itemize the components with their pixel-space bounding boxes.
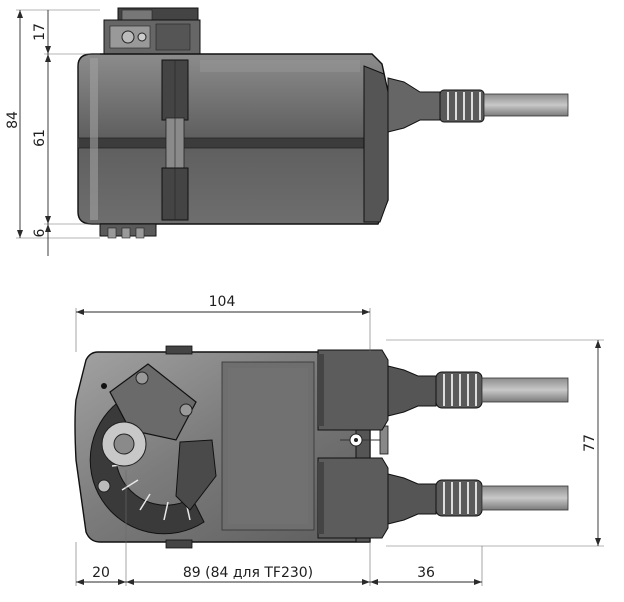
side-view: 84 17 61 6 (5, 7, 569, 256)
gear-scale (89, 363, 217, 535)
cable-top (317, 349, 569, 431)
front-dimension-lines (75, 308, 604, 586)
side-cable (387, 77, 569, 133)
dim-height-6: 6 (32, 228, 48, 237)
dim-height-17: 17 (32, 23, 48, 41)
shaft-stub (99, 223, 157, 239)
side-dimension-lines (16, 9, 100, 256)
dim-cable-36: 36 (417, 565, 435, 581)
top-clamp (103, 7, 201, 55)
front-view: 104 77 20 89 (84 для TF230) 36 (74, 294, 604, 586)
lock-pin (340, 425, 389, 455)
dim-width-104: 104 (209, 294, 236, 310)
dim-offset-20: 20 (92, 565, 110, 581)
dim-middle-89: 89 (84 для TF230) (183, 565, 313, 581)
dim-height-77: 77 (582, 434, 598, 452)
cable-bottom (317, 457, 569, 539)
front-housing (74, 345, 371, 549)
dim-height-61: 61 (32, 129, 48, 147)
dim-height-84: 84 (5, 111, 21, 129)
side-housing (77, 53, 389, 225)
